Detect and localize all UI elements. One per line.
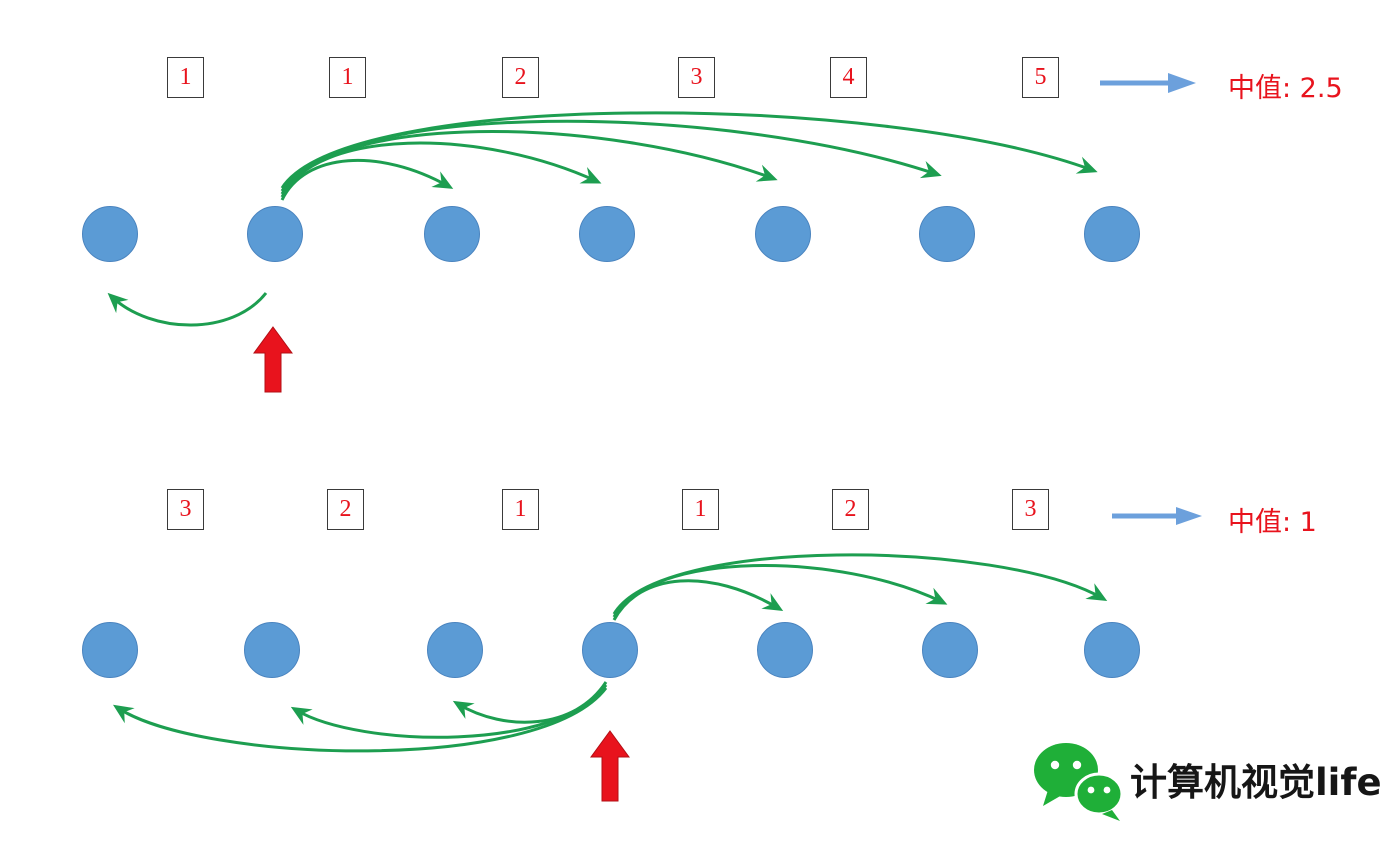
median-value-bottom: 中值: 1 (1228, 507, 1317, 538)
arc-bottom-4-to-1 (112, 687, 608, 753)
node-circle (1084, 622, 1140, 678)
arc-bottom-4-to-2 (290, 684, 608, 739)
arc-top-2-to-5 (280, 130, 778, 195)
node-circle (582, 622, 638, 678)
node-circle (244, 622, 300, 678)
arc-top-2-to-6 (280, 119, 942, 192)
node-circle (424, 206, 480, 262)
node-circle (922, 622, 978, 678)
node-circle (757, 622, 813, 678)
node-circle (579, 206, 635, 262)
distance-box: 1 (167, 57, 204, 98)
node-circle (82, 206, 138, 262)
node-circle (247, 206, 303, 262)
median-pointer-bottom (1112, 507, 1202, 525)
current-node-arrow-top (253, 326, 293, 393)
node-circle (427, 622, 483, 678)
distance-box: 1 (682, 489, 719, 530)
node-circle (919, 206, 975, 262)
arc-top-2-to-7 (280, 111, 1098, 189)
node-circle (755, 206, 811, 262)
distance-box: 2 (832, 489, 869, 530)
current-node-arrow-bottom (590, 730, 630, 802)
bottom-forward-arcs (612, 553, 1108, 621)
distance-box: 3 (1012, 489, 1049, 530)
distance-box: 1 (502, 489, 539, 530)
distance-box: 1 (329, 57, 366, 98)
distance-box: 3 (167, 489, 204, 530)
distance-box: 5 (1022, 57, 1059, 98)
distance-box: 2 (502, 57, 539, 98)
arc-top-2-to-4 (280, 141, 602, 198)
distance-box: 2 (327, 489, 364, 530)
wechat-icon (1034, 743, 1124, 821)
median-pointer-top (1100, 73, 1196, 93)
arc-top-2-to-1 (107, 292, 268, 327)
node-circle (1084, 206, 1140, 262)
arc-bottom-4-to-7 (612, 553, 1108, 615)
arc-bottom-4-to-5 (612, 579, 784, 621)
distance-box: 3 (678, 57, 715, 98)
top-forward-arcs (280, 111, 1098, 201)
bottom-backward-arcs (112, 681, 608, 753)
arc-bottom-4-to-3 (452, 681, 608, 724)
arc-bottom-4-to-6 (612, 564, 948, 618)
distance-box: 4 (830, 57, 867, 98)
median-value-top: 中值: 2.5 (1228, 73, 1343, 104)
node-circle (82, 622, 138, 678)
watermark-text: 计算机视觉life (1130, 761, 1382, 804)
arc-top-2-to-3 (280, 158, 454, 201)
